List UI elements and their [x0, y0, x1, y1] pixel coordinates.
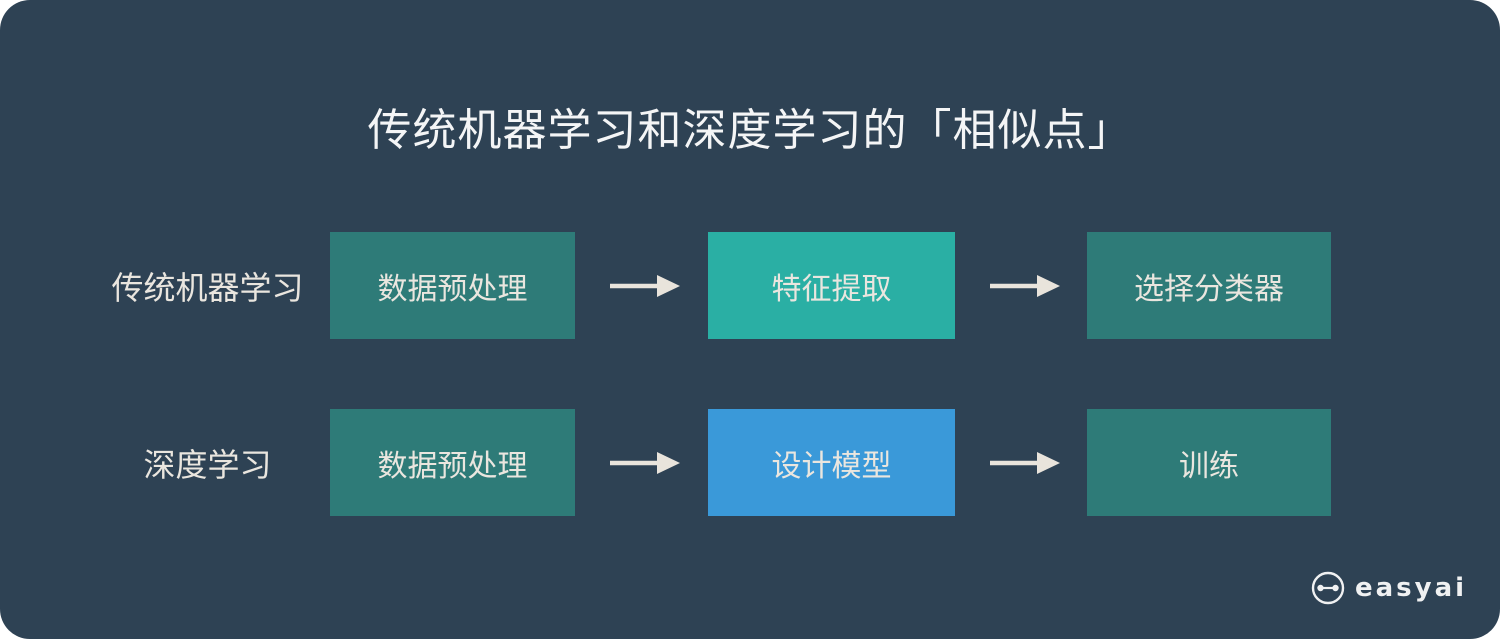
row-label-traditional-ml: 传统机器学习 [111, 268, 304, 307]
row-label-deep-learning: 深度学习 [143, 445, 272, 484]
brand-logo: easyai [1311, 571, 1467, 605]
flow-box-label: 设计模型 [771, 448, 892, 484]
flow-box-design-model: 设计模型 [708, 409, 955, 516]
flow-box-data-preprocessing: 数据预处理 [330, 232, 575, 339]
flow-box-feature-extraction: 特征提取 [708, 232, 955, 339]
flow-box-label: 训练 [1179, 448, 1239, 484]
arrow-right-icon [610, 273, 680, 299]
flow-box-data-preprocessing: 数据预处理 [330, 409, 575, 516]
flow-box-label: 数据预处理 [377, 448, 528, 484]
flow-box-label: 数据预处理 [377, 271, 528, 307]
flow-box-training: 训练 [1087, 409, 1331, 516]
arrow-right-icon [990, 450, 1060, 476]
page-title: 传统机器学习和深度学习的「相似点」 [367, 105, 1133, 156]
arrow-right-icon [990, 273, 1060, 299]
flow-box-choose-classifier: 选择分类器 [1087, 232, 1331, 339]
brand-name: easyai [1355, 573, 1468, 603]
flow-row-deep-learning: 深度学习 数据预处理 设计模型 训练 [0, 409, 1500, 516]
arrow-right-icon [610, 450, 680, 476]
flow-box-label: 特征提取 [771, 271, 892, 307]
flow-box-label: 选择分类器 [1134, 271, 1284, 307]
flow-row-traditional-ml: 传统机器学习 数据预处理 特征提取 选择分类器 [0, 232, 1500, 339]
baymax-face-icon [1311, 571, 1345, 605]
